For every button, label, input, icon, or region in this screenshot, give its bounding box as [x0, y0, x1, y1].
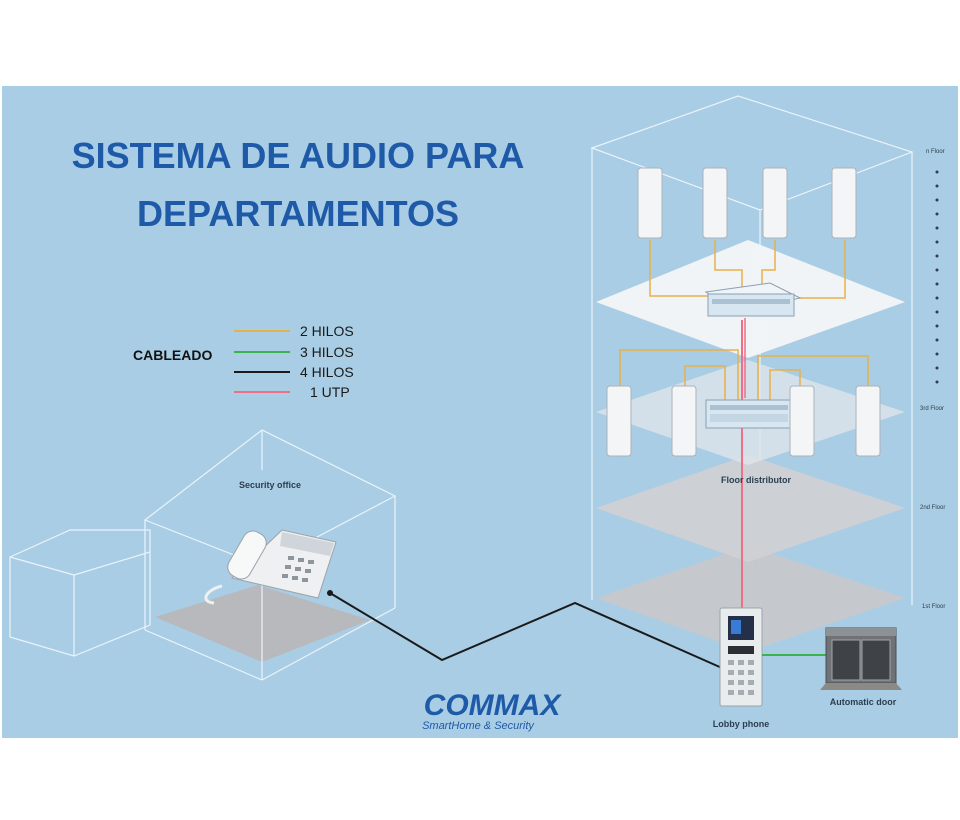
brand-tagline: SmartHome & Security — [422, 720, 535, 732]
interphones-3rd-floor — [606, 385, 881, 457]
security-office-house: Security office — [143, 429, 397, 681]
cable-2-hilos-n-floor — [649, 240, 846, 299]
floor-distributor-label: Floor distributor — [721, 475, 791, 485]
floor-distributor-3rd — [705, 399, 793, 429]
floor-plate-2nd — [596, 455, 905, 562]
legend-label-4-hilos: 4 HILOS — [300, 364, 354, 380]
floor-label-3rd: 3rd Floor — [920, 406, 944, 412]
cable-2-hilos-3rd-floor — [619, 349, 869, 400]
title-line-2: DEPARTAMENTOS — [137, 193, 459, 234]
guard-station-phone — [204, 529, 337, 605]
legend-label-2-hilos: 2 HILOS — [300, 323, 354, 339]
floor-label-1st: 1st Floor — [922, 604, 945, 610]
legend-heading: CABLEADO — [133, 347, 212, 363]
floor-ellipsis-dots — [935, 170, 939, 384]
title-line-1: SISTEMA DE AUDIO PARA — [72, 135, 525, 176]
floor-plate-1st — [596, 546, 905, 652]
floor-label-n: n Floor — [926, 149, 945, 155]
legend-label-3-hilos: 3 HILOS — [300, 344, 354, 360]
lobby-phone — [719, 607, 763, 707]
wiring-legend: CABLEADO 2 HILOS 3 HILOS 4 HILOS 1 UTP — [133, 323, 354, 400]
small-box-outline — [9, 529, 151, 657]
security-office-label: Security office — [239, 480, 301, 490]
automatic-door-label: Automatic door — [830, 697, 897, 707]
legend-label-1-utp: 1 UTP — [310, 384, 350, 400]
floor-distributor-n — [704, 282, 802, 317]
cable-4-hilos — [329, 592, 723, 669]
floor-label-2nd: 2nd Floor — [920, 505, 945, 511]
lobby-phone-label: Lobby phone — [713, 719, 770, 729]
commax-logo: COMMAX SmartHome & Security — [422, 689, 562, 732]
brand-name: COMMAX — [424, 689, 563, 722]
automatic-door — [820, 627, 902, 690]
interphones-n-floor — [637, 167, 857, 239]
